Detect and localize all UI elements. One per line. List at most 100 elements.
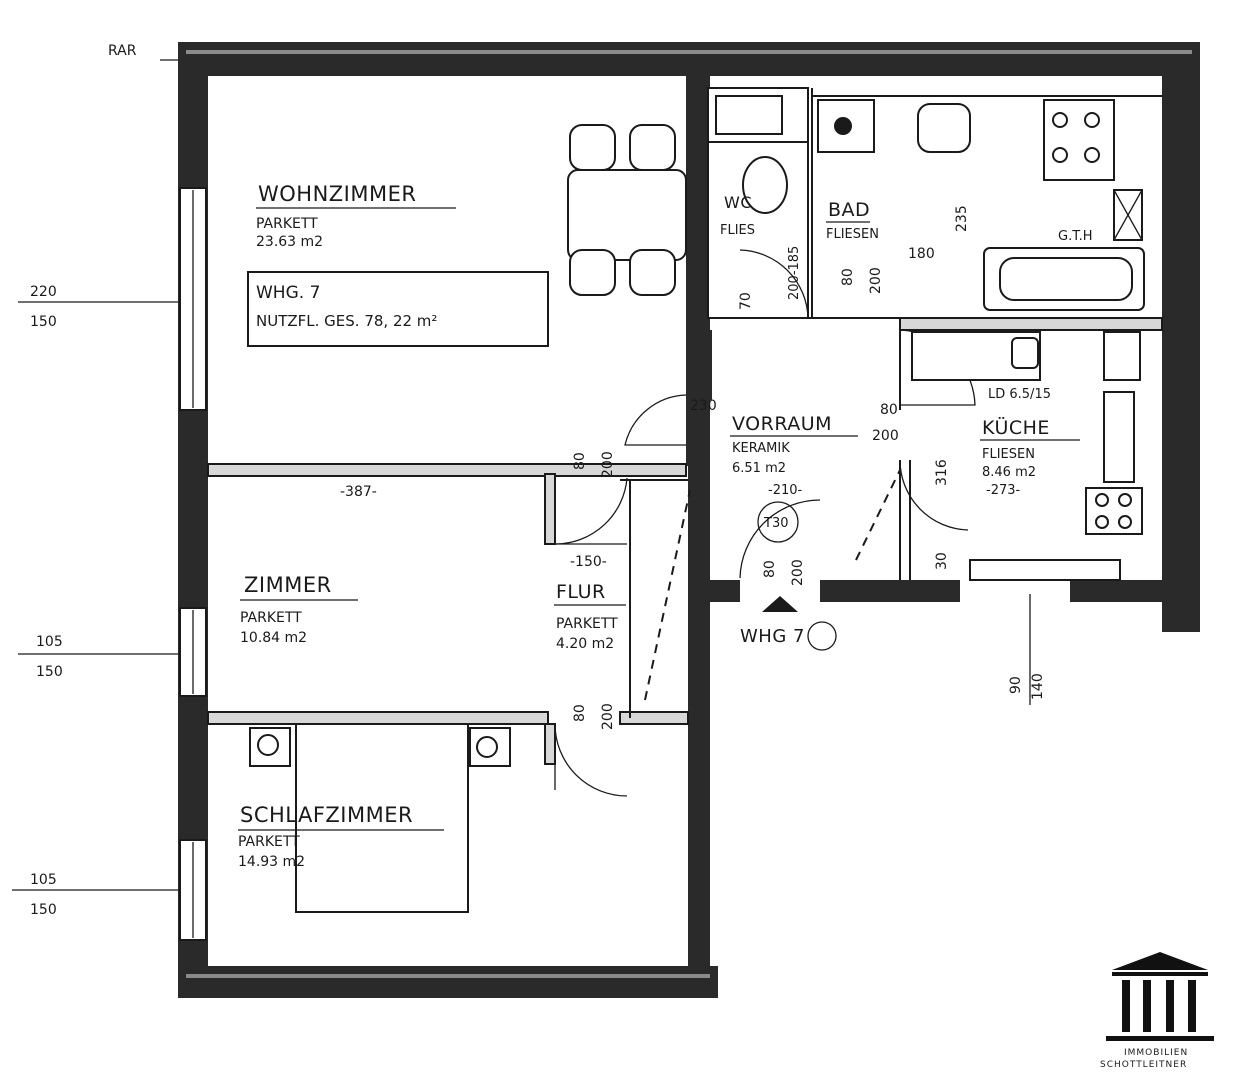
kitchen-window-dim-bottom: 140 [1030,673,1046,700]
wc-cistern [715,95,783,135]
top-wall [178,42,1200,76]
flur-east-wall [688,450,710,998]
fixtures [249,95,1145,913]
kitchen-cabinet [1103,391,1135,483]
chair [629,124,676,171]
room-floor-kueche: FLIESEN [982,447,1035,462]
room-name-wohnzimmer: WOHNZIMMER [258,182,416,206]
bed [295,723,469,913]
unit-summary-box [247,271,549,347]
kitchen-wall-b [1070,580,1200,602]
logo-column-icon [1122,980,1130,1032]
wohnzimmer-east-wall [686,76,710,466]
unit-number: WHG. 7 [256,283,320,303]
room-area-schlafzimmer: 14.93 m2 [238,854,305,870]
dim-200: 200 [600,703,616,730]
rar-label: RAR [108,43,137,59]
room-floor-bad: FLIESEN [826,227,879,242]
room-area-vorraum: 6.51 m2 [732,461,786,476]
dim-80: 80 [762,560,778,578]
room-floor-schlafzimmer: PARKETT [238,834,300,850]
logo-line1: IMMOBILIEN [1124,1048,1188,1058]
window-dim-bottom: 150 [30,902,57,918]
dim-wc: 200-185 [787,246,802,300]
dim-30: 30 [934,552,950,570]
dim-kueche: -273- [986,483,1021,498]
room-name-wc: WC [724,193,752,212]
room-name-flur: FLUR [556,581,606,603]
logo-roof-icon [1112,952,1208,970]
stove [1043,99,1115,181]
room-floor-flur: PARKETT [556,616,618,632]
fridge [1103,331,1141,381]
room-name-kueche: KÜCHE [982,416,1050,439]
entry-wall-right [820,580,900,602]
kitchen-wall-a [900,580,960,602]
entrance-arrow-icon [762,596,798,612]
cooktop [1085,487,1143,535]
dim-70: 70 [738,292,754,310]
sink [917,103,971,153]
room-name-bad: BAD [828,199,870,221]
chair [629,249,676,296]
gth-label: G.T.H [1058,229,1093,244]
window-dim-top: 105 [30,872,57,888]
toilet [742,156,788,214]
dim-vorraum: -210- [768,483,803,498]
dim-235: 235 [954,205,970,232]
chimney [686,330,712,400]
room-area-wohnzimmer: 23.63 m2 [256,234,323,250]
wall-wohn-zimmer [207,463,687,477]
entry-wall-left [710,580,740,602]
dim-200: 200 [868,267,884,294]
logo-column-icon [1143,980,1151,1032]
room-floor-vorraum: KERAMIK [732,441,790,456]
room-floor-wc: FLIES [720,223,755,238]
logo: IMMOBILIEN SCHOTTLEITNER [1100,952,1214,1070]
room-floor-zimmer: PARKETT [240,610,302,626]
kitchen-window [969,559,1121,581]
left-windows [179,187,207,941]
window-dim-bottom: 150 [36,664,63,680]
dim-316: 316 [934,459,950,486]
dim-200: 200 [600,451,616,478]
logo-column-icon [1166,980,1174,1032]
dim-230: 230 [690,398,717,414]
unit-number-circle [807,621,837,651]
room-name-zimmer: ZIMMER [244,573,332,597]
dining-table [567,169,687,261]
dim-80: 80 [572,704,588,722]
t30-door-marker [757,501,799,543]
window-dim-top: 220 [30,284,57,300]
wall-zimmer-schlaf [207,711,549,725]
dim-80: 80 [880,402,898,418]
t30-label: T30 [763,516,788,531]
chair [569,124,616,171]
window-dim-bottom: 150 [30,314,57,330]
dim-150: -150- [570,554,607,570]
logo-line2: SCHOTTLEITNER [1100,1060,1187,1070]
room-name-vorraum: VORRAUM [732,413,832,435]
dim-200: 200 [872,428,899,444]
room-area-flur: 4.20 m2 [556,636,614,652]
dim-180: 180 [908,246,935,262]
logo-column-icon [1188,980,1196,1032]
bottom-wall [178,966,718,998]
room-area-zimmer: 10.84 m2 [240,630,307,646]
ld-label: LD 6.5/15 [988,387,1051,402]
room-name-schlafzimmer: SCHLAFZIMMER [240,803,413,827]
unit-total-area: NUTZFL. GES. 78, 22 m² [256,312,437,330]
room-floor-wohnzimmer: PARKETT [256,216,318,232]
entry-label: WHG 7 [740,626,805,647]
window-dimensions [12,59,1031,891]
window-dim-top: 105 [36,634,63,650]
kitchen-window-dim-top: 90 [1008,676,1024,694]
dim-80: 80 [840,268,856,286]
chair [569,249,616,296]
dim-200: 200 [790,559,806,586]
dim-80: 80 [572,452,588,470]
right-wall [1162,42,1200,632]
dim-387: -387- [340,484,377,500]
room-area-kueche: 8.46 m2 [982,465,1036,480]
